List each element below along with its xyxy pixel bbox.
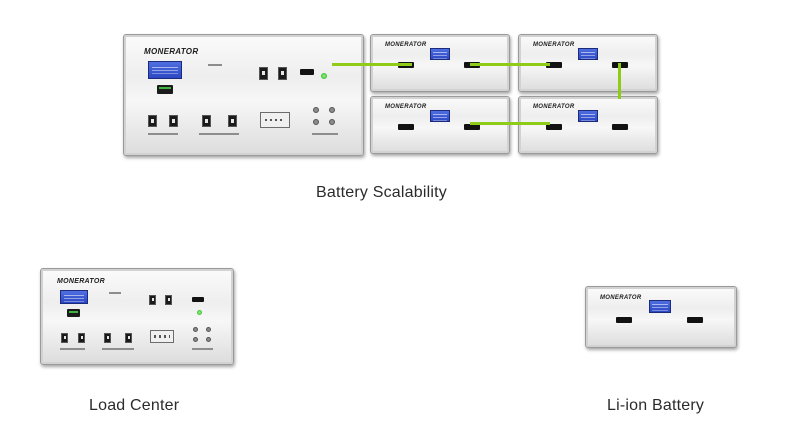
power-led xyxy=(197,310,202,315)
caption-load-center: Load Center xyxy=(89,397,180,414)
battery-module-bottom-right: MONERATOR xyxy=(518,96,658,154)
switch-4 xyxy=(125,333,132,343)
battery-port-1 xyxy=(616,317,632,323)
outlet-switch-1 xyxy=(149,295,156,305)
cable-battery-vertical xyxy=(618,63,621,99)
battery-display-screen xyxy=(430,48,450,60)
knob-4 xyxy=(329,119,335,125)
outlet-switch-1 xyxy=(259,67,268,80)
battery-port-2 xyxy=(612,124,628,130)
usb-panel xyxy=(260,112,290,128)
outlet-switch-2 xyxy=(278,67,287,80)
knob-2 xyxy=(206,327,211,332)
panel-marking xyxy=(208,64,222,66)
panel-marking xyxy=(199,133,239,135)
battery-display-screen xyxy=(60,290,88,304)
battery-display-screen xyxy=(649,300,671,313)
brand-logo: MONERATOR xyxy=(533,104,575,110)
battery-port-1 xyxy=(546,62,562,68)
battery-port-2 xyxy=(464,124,480,130)
outlet-switch-2 xyxy=(165,295,172,305)
knob-4 xyxy=(206,337,211,342)
battery-port-1 xyxy=(546,124,562,130)
switch-2 xyxy=(78,333,85,343)
switch-4 xyxy=(228,115,237,127)
panel-marking xyxy=(109,292,121,294)
switch-1 xyxy=(61,333,68,343)
panel-marking xyxy=(102,348,134,350)
knob-2 xyxy=(329,107,335,113)
brand-logo: MONERATOR xyxy=(144,47,199,56)
brand-logo: MONERATOR xyxy=(533,42,575,48)
panel-marking xyxy=(192,348,213,350)
power-led xyxy=(321,73,327,79)
panel-marking xyxy=(60,348,85,350)
cable-battery-row-top xyxy=(470,63,550,66)
cable-load-center-to-battery xyxy=(332,63,412,66)
switch-1 xyxy=(148,115,157,127)
battery-display-screen xyxy=(578,110,598,122)
load-center-unit-large: MONERATOR xyxy=(123,34,364,156)
battery-input-port xyxy=(300,69,314,75)
knob-1 xyxy=(313,107,319,113)
battery-display-screen xyxy=(430,110,450,122)
panel-marking xyxy=(312,133,338,135)
brand-logo: MONERATOR xyxy=(600,295,642,301)
load-center-unit: MONERATOR xyxy=(40,268,234,365)
battery-module-bottom-left: MONERATOR xyxy=(370,96,510,154)
switch-3 xyxy=(202,115,211,127)
panel-marking xyxy=(148,133,178,135)
knob-3 xyxy=(193,337,198,342)
battery-meter-indicator xyxy=(67,309,80,317)
battery-port-2 xyxy=(687,317,703,323)
switch-2 xyxy=(169,115,178,127)
battery-display-screen xyxy=(578,48,598,60)
usb-panel xyxy=(150,330,174,343)
caption-li-ion-battery: Li-ion Battery xyxy=(607,397,705,414)
knob-1 xyxy=(193,327,198,332)
brand-logo: MONERATOR xyxy=(385,104,427,110)
switch-3 xyxy=(104,333,111,343)
brand-logo: MONERATOR xyxy=(57,278,105,285)
cable-battery-row-bottom xyxy=(470,122,550,125)
battery-display-screen xyxy=(148,61,182,79)
battery-port-1 xyxy=(398,124,414,130)
battery-input-port xyxy=(192,297,204,302)
brand-logo: MONERATOR xyxy=(385,42,427,48)
caption-battery-scalability: Battery Scalability xyxy=(316,184,447,201)
knob-3 xyxy=(313,119,319,125)
li-ion-battery-unit: MONERATOR xyxy=(585,286,737,348)
battery-meter-indicator xyxy=(157,85,173,94)
